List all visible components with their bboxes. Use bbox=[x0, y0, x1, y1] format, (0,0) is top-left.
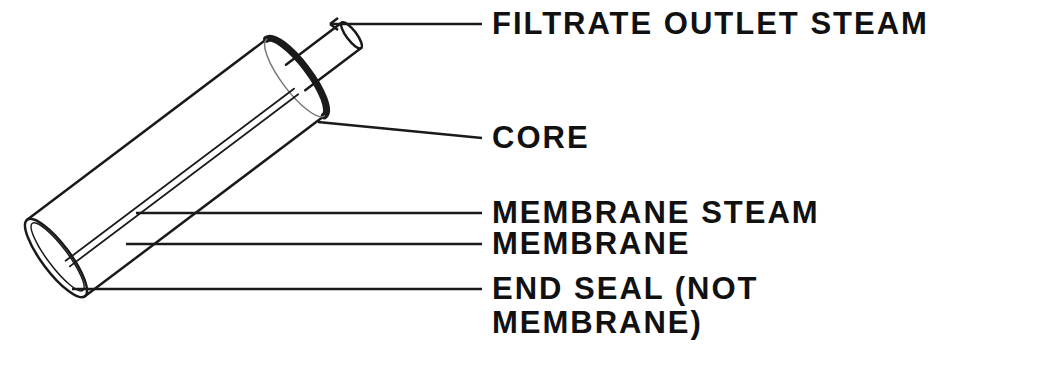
part-label: FILTRATE OUTLET STEAM bbox=[492, 7, 1032, 41]
core-end-ring bbox=[267, 31, 336, 116]
outlet-stem bbox=[286, 23, 361, 91]
membrane-seam bbox=[66, 89, 299, 267]
leader-line bbox=[126, 243, 482, 246]
leader-line bbox=[318, 122, 482, 138]
part-label: END SEAL (NOT MEMBRANE) bbox=[492, 272, 822, 340]
cartridge bbox=[16, 0, 384, 305]
leader-line bbox=[330, 23, 482, 26]
flow-arrow bbox=[330, 18, 338, 30]
end-seal-inner bbox=[24, 217, 91, 296]
core-end-hidden bbox=[256, 39, 325, 124]
part-label: MEMBRANE bbox=[492, 227, 1032, 261]
part-label: CORE bbox=[492, 121, 892, 155]
end-seal-face bbox=[16, 211, 96, 305]
leader-line bbox=[136, 212, 482, 215]
part-label: MEMBRANE STEAM bbox=[492, 196, 1032, 230]
leader-lines bbox=[72, 18, 482, 289]
leader-line bbox=[72, 288, 482, 291]
